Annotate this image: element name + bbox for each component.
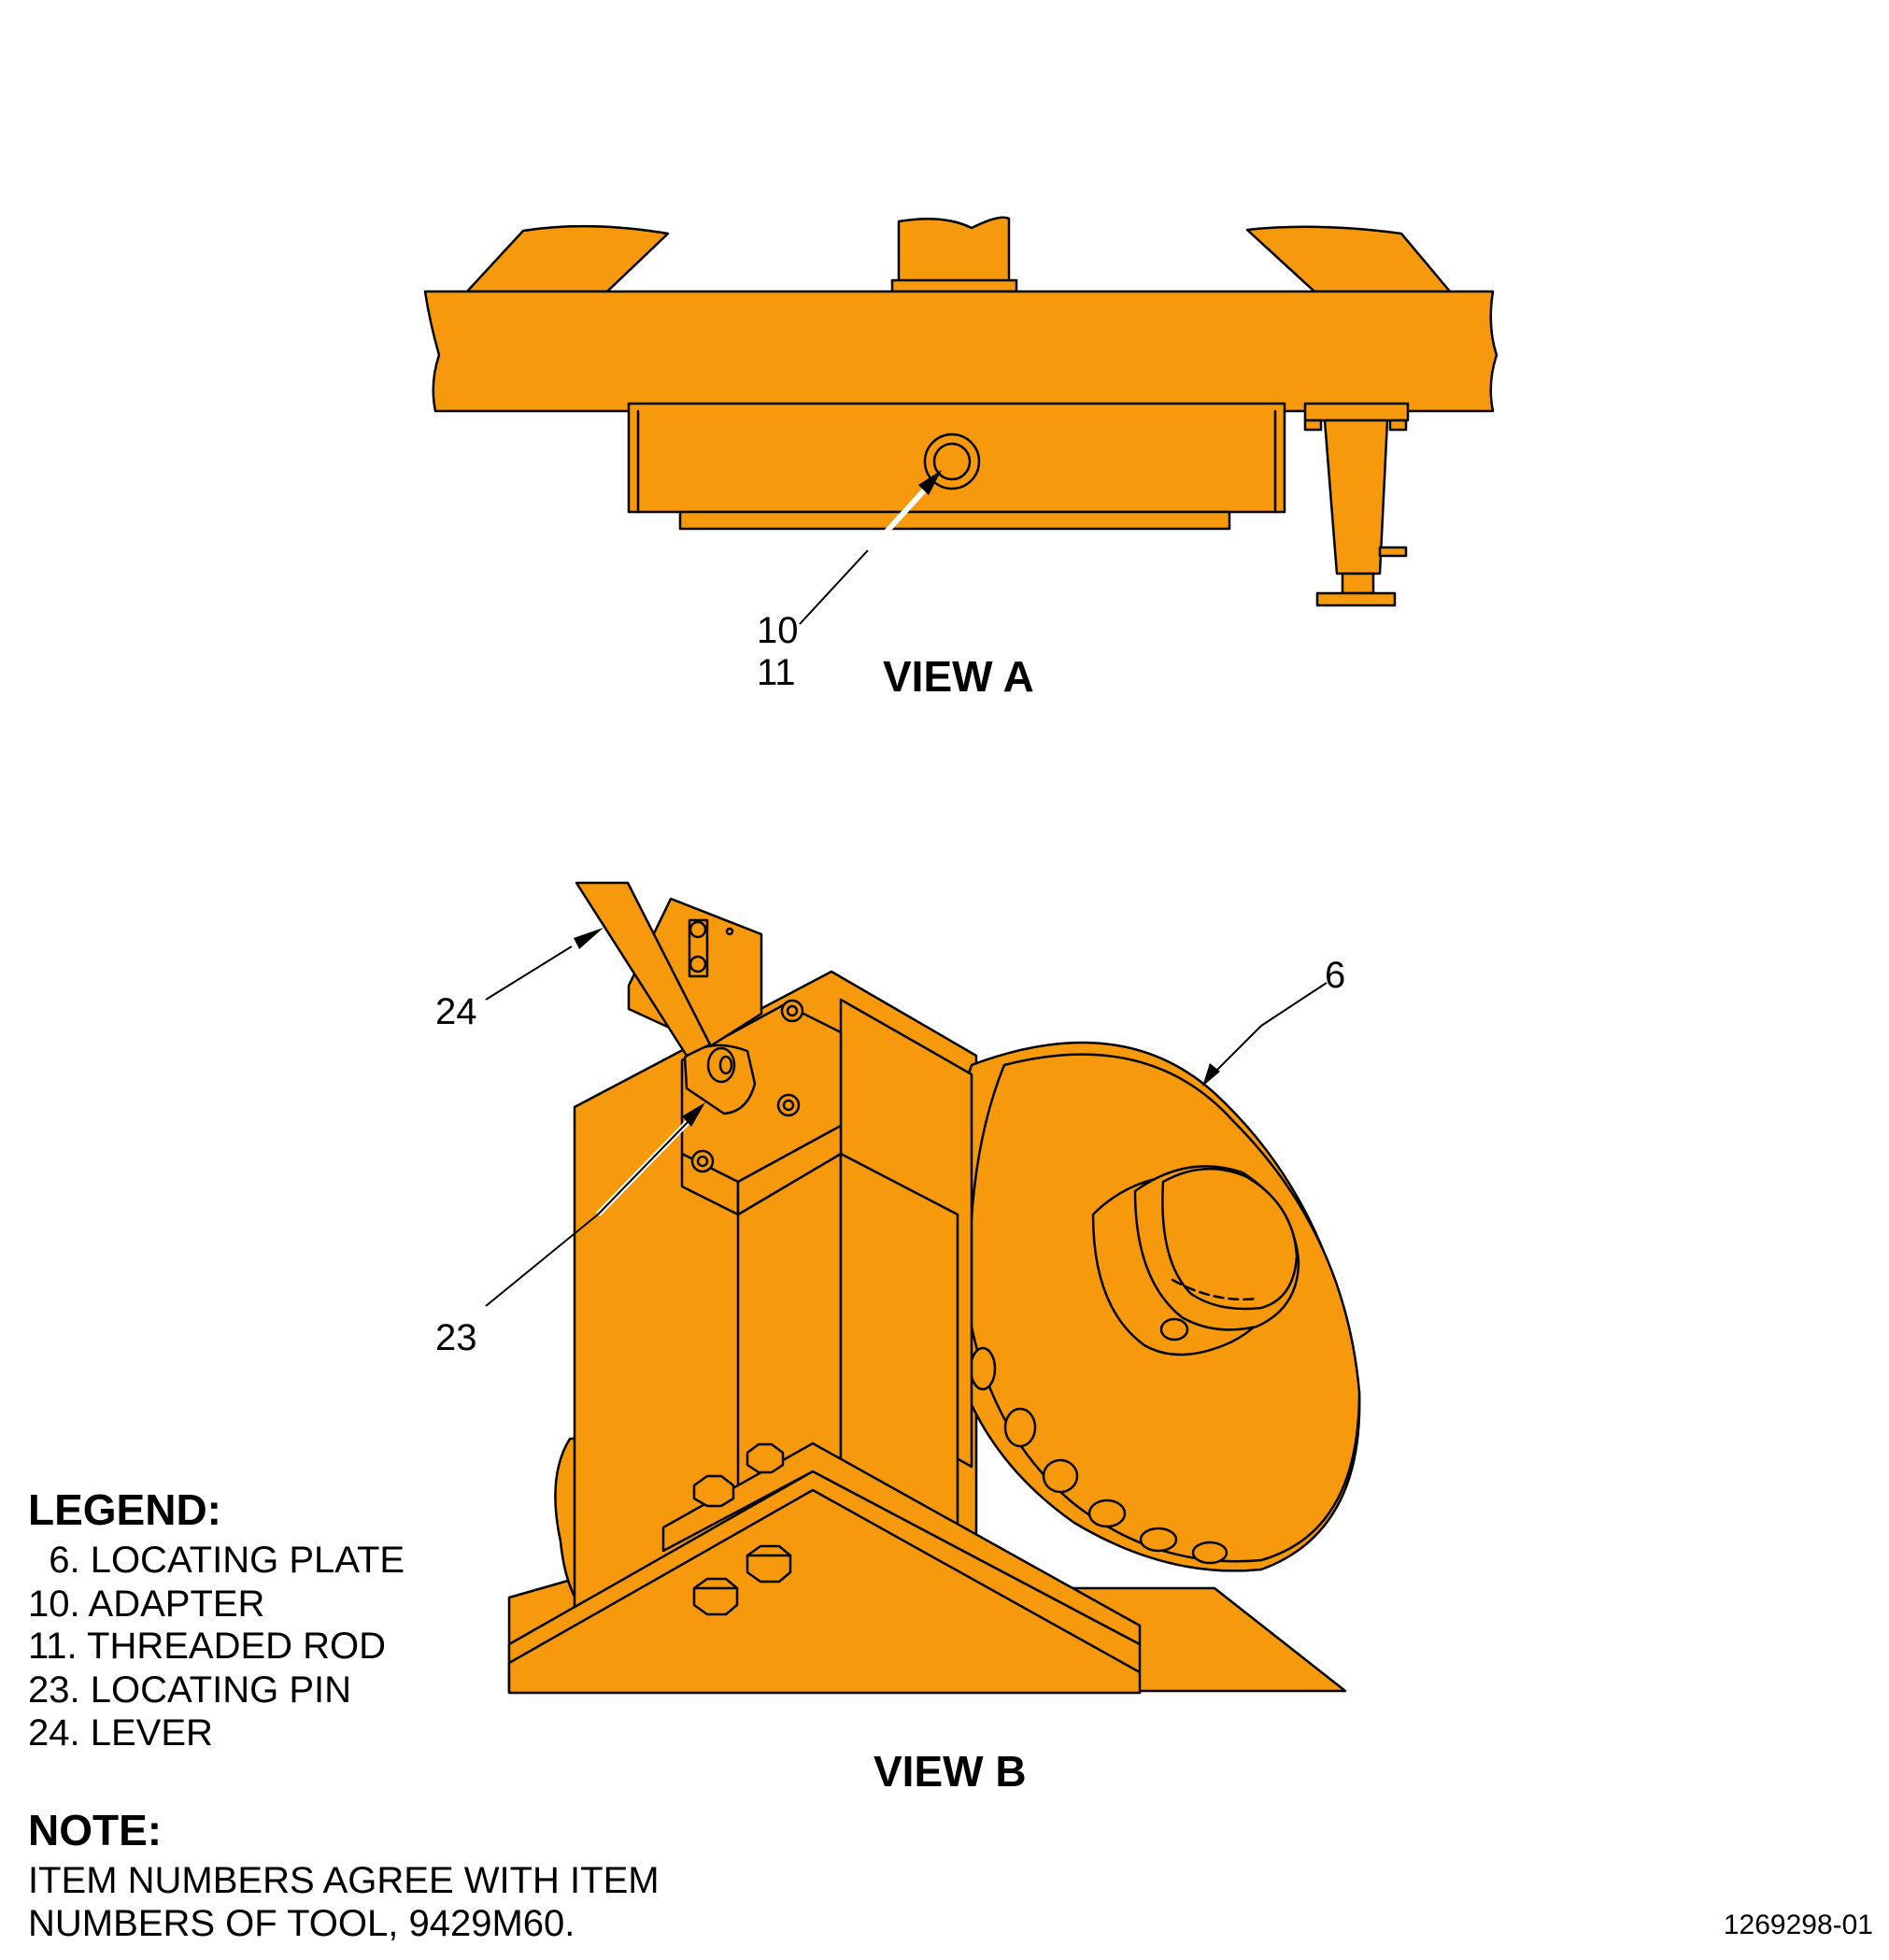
legend-item: 23. LOCATING PIN — [28, 1669, 351, 1711]
foot-stem — [1341, 572, 1375, 595]
note-line: NUMBERS OF TOOL, 9429M60. — [28, 1903, 575, 1944]
legend: LEGEND: 6. LOCATING PLATE 10. ADAPTER 11… — [28, 1485, 405, 1754]
view-b-title: VIEW B — [873, 1747, 1027, 1796]
callout-23: 23 — [435, 1317, 477, 1358]
mounting-plate-ledge — [661, 1442, 1142, 1646]
adapter-base-plate — [678, 510, 1231, 531]
callout-6: 6 — [1325, 955, 1345, 996]
plate-hub-cap — [1161, 1167, 1299, 1311]
foot-collar-left — [1303, 419, 1323, 432]
adapter-inner-ring — [932, 442, 972, 481]
foot-flange — [1303, 402, 1410, 422]
center-post-collar — [890, 278, 1018, 293]
legend-item: 6. LOCATING PLATE — [28, 1540, 405, 1581]
left-strut — [465, 224, 670, 293]
view-b-drawing — [485, 881, 1361, 1695]
legend-item: 11. THREADED ROD — [28, 1626, 386, 1667]
lever-arm — [575, 881, 712, 1058]
hex-bolts — [692, 1442, 792, 1616]
foot-pad — [1315, 591, 1397, 607]
view-a-title: VIEW A — [883, 652, 1034, 701]
note-line: ITEM NUMBERS AGREE WITH ITEM — [28, 1860, 660, 1901]
leader-23 — [485, 1214, 599, 1307]
foot-tapered-leg — [1323, 419, 1389, 575]
legend-item: 24. LEVER — [28, 1712, 213, 1754]
right-strut — [1245, 225, 1452, 293]
callout-11: 11 — [757, 652, 796, 693]
leader-6 — [1260, 982, 1328, 1027]
mounting-plate-front — [507, 1488, 1142, 1695]
pin-block-side — [736, 1124, 843, 1216]
legend-item: 10. ADAPTER — [28, 1584, 264, 1625]
center-post — [897, 216, 1011, 287]
note: NOTE: ITEM NUMBERS AGREE WITH ITEM NUMBE… — [28, 1806, 660, 1944]
figure-id: 1269298-01 — [1724, 1910, 1873, 1940]
note-title: NOTE: — [28, 1806, 162, 1854]
leader-24 — [485, 945, 573, 1001]
foot-collar-right — [1388, 419, 1408, 432]
main-beam — [423, 290, 1498, 413]
callout-24: 24 — [435, 991, 477, 1032]
legend-title: LEGEND: — [28, 1485, 221, 1534]
view-a-drawing — [423, 216, 1498, 625]
foot-side-tab — [1378, 546, 1408, 558]
callout-10: 10 — [757, 610, 799, 651]
